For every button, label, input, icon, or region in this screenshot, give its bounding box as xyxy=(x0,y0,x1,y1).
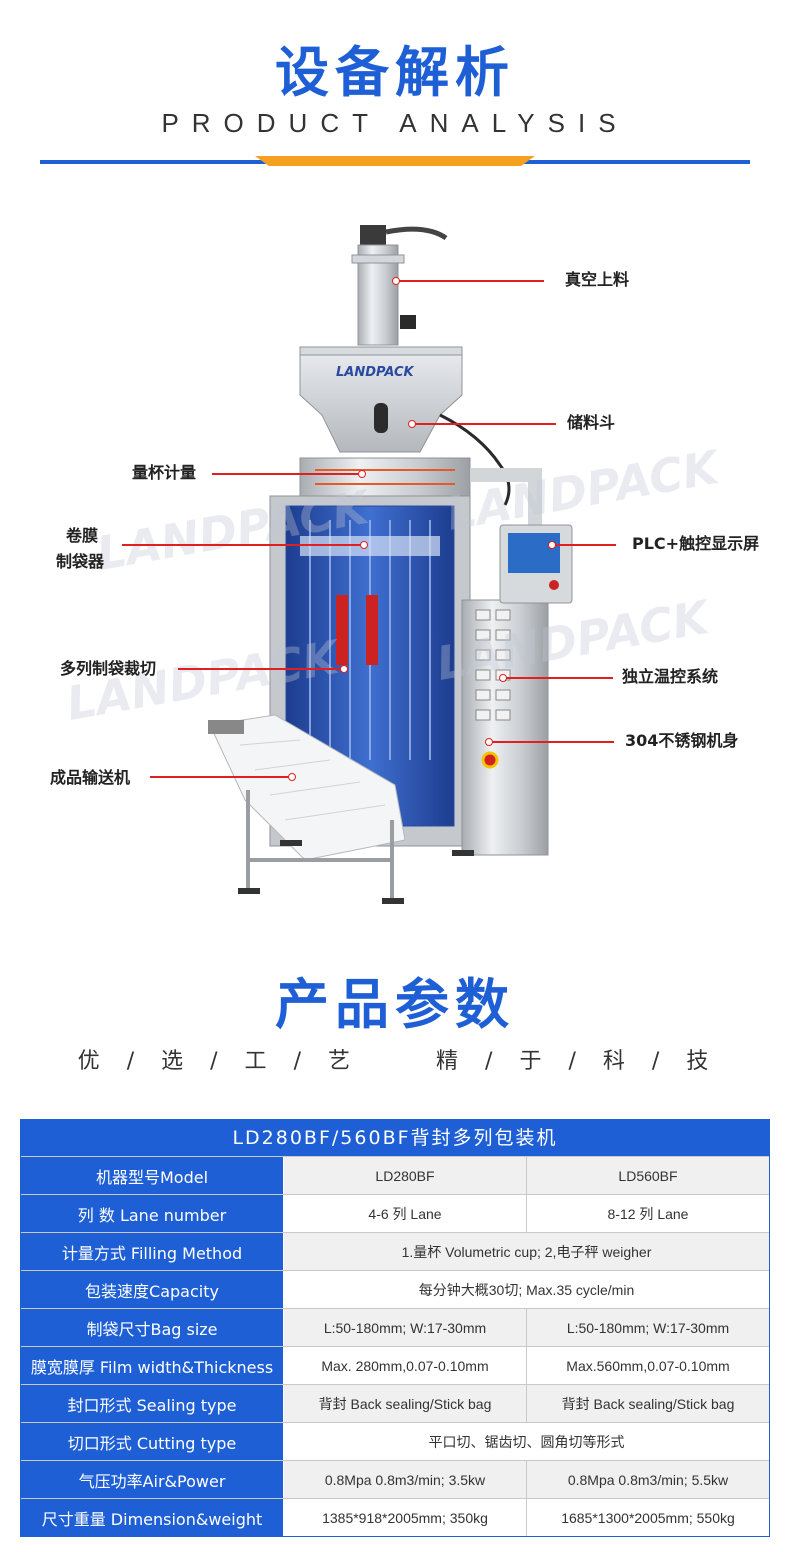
callout-film-bag-1: 卷膜 xyxy=(66,526,99,545)
row-label: 封口形式 Sealing type xyxy=(21,1385,284,1422)
section-title-params: 产品参数 xyxy=(275,973,515,1036)
table-row: 切口形式 Cutting type 平口切、锯齿切、圆角切等形式 xyxy=(21,1422,769,1460)
row-value: 1.量杯 Volumetric cup; 2,电子秤 weigher xyxy=(284,1233,769,1270)
table-row: 膜宽膜厚 Film width&Thickness Max. 280mm,0.0… xyxy=(21,1346,769,1384)
row-label: 包装速度Capacity xyxy=(21,1271,284,1308)
craft-tagline: 优 / 选 / 工 / 艺 精 / 于 / 科 / 技 xyxy=(77,1049,713,1074)
row-value: 8-12 列 Lane xyxy=(526,1195,769,1232)
callout-hopper: 储料斗 xyxy=(567,413,616,432)
row-value: 每分钟大概30切; Max.35 cycle/min xyxy=(418,1281,635,1298)
callout-dot-plc xyxy=(548,541,556,549)
row-label: 制袋尺寸Bag size xyxy=(21,1309,284,1346)
row-value: 平口切、锯齿切、圆角切等形式 xyxy=(428,1433,625,1450)
table-row: 包装速度Capacity 每分钟大概30切; Max.35 cycle/min xyxy=(21,1270,769,1308)
row-label: 气压功率Air&Power xyxy=(21,1461,284,1498)
section-title-analysis: 设备解析 xyxy=(275,41,515,104)
table-row: 机器型号Model LD280BF LD560BF xyxy=(21,1156,769,1194)
callout-dot-vacuum xyxy=(392,277,400,285)
callout-dot-cut xyxy=(340,665,348,673)
row-value: L:50-180mm; W:17-30mm xyxy=(284,1309,526,1346)
callout-line-plc xyxy=(552,544,616,546)
row-label: 机器型号Model xyxy=(21,1157,284,1194)
callout-line-conveyor xyxy=(150,776,292,778)
machine-drawing: LANDPACK LANDPACK LANDPACK LANDPACK LAND… xyxy=(63,225,726,904)
row-value: 1685*1300*2005mm; 550kg xyxy=(526,1499,769,1536)
callout-dot-temp xyxy=(499,674,507,682)
row-label: 计量方式 Filling Method xyxy=(21,1233,284,1270)
section-subtitle-analysis: PRODUCT ANALYSIS xyxy=(161,108,629,138)
row-value: L:50-180mm; W:17-30mm xyxy=(526,1309,769,1346)
callout-line-temp xyxy=(503,677,613,679)
watermark-3: LANDPACK xyxy=(443,439,726,540)
craft-char: 技 xyxy=(686,1049,713,1074)
table-row: 气压功率Air&Power 0.8Mpa 0.8m3/min; 3.5kw 0.… xyxy=(21,1460,769,1498)
table-row: 尺寸重量 Dimension&weight 1385*918*2005mm; 3… xyxy=(21,1498,769,1536)
header-divider-accent xyxy=(255,156,535,166)
callout-dot-conveyor xyxy=(288,773,296,781)
row-value: 背封 Back sealing/Stick bag xyxy=(526,1385,769,1422)
callout-line-hopper xyxy=(412,423,556,425)
row-value: LD280BF xyxy=(284,1157,526,1194)
row-label: 切口形式 Cutting type xyxy=(21,1423,284,1460)
row-value: 4-6 列 Lane xyxy=(368,1205,442,1222)
row-value: LD560BF xyxy=(526,1157,769,1194)
spec-table-title: LD280BF/560BF背封多列包装机 xyxy=(21,1120,769,1156)
spec-table: LD280BF/560BF背封多列包装机 机器型号Model LD280BF L… xyxy=(20,1119,770,1537)
callout-line-film xyxy=(122,544,364,546)
hopper-logo: LANDPACK xyxy=(336,365,415,380)
row-value: 背封 Back sealing/Stick bag xyxy=(284,1385,526,1422)
callout-cup-meter: 量杯计量 xyxy=(132,463,197,482)
row-value: Max. 280mm,0.07-0.10mm xyxy=(321,1357,489,1374)
row-label: 膜宽膜厚 Film width&Thickness xyxy=(21,1347,284,1384)
row-label: 列 数 Lane number xyxy=(21,1195,284,1232)
row-value: 0.8Mpa 0.8m3/min; 3.5kw xyxy=(284,1461,526,1498)
craft-char: 工 xyxy=(244,1049,271,1074)
craft-char: 于 xyxy=(519,1049,546,1074)
callout-dot-hopper xyxy=(408,420,416,428)
callout-multi-cut: 多列制袋裁切 xyxy=(60,659,157,678)
callout-dot-cup xyxy=(358,470,366,478)
craft-char: 精 xyxy=(436,1049,463,1074)
callout-line-cup xyxy=(212,473,362,475)
row-value: 0.8Mpa 0.8m3/min; 5.5kw xyxy=(526,1461,769,1498)
callout-dot-steel xyxy=(485,738,493,746)
craft-char: 选 xyxy=(161,1049,188,1074)
table-row: 列 数 Lane number 4-6 列 Lane 8-12 列 Lane xyxy=(21,1194,769,1232)
table-row: 封口形式 Sealing type 背封 Back sealing/Stick … xyxy=(21,1384,769,1422)
callout-steel-body: 304不锈钢机身 xyxy=(625,731,739,750)
callout-line-cut xyxy=(178,668,344,670)
callout-dot-film xyxy=(360,541,368,549)
callout-plc: PLC+触控显示屏 xyxy=(632,534,760,553)
callout-vacuum-loader: 真空上料 xyxy=(565,270,630,289)
craft-char: 艺 xyxy=(327,1049,354,1074)
craft-char: 科 xyxy=(602,1049,629,1074)
machine-illustration: LANDPACK LANDPACK LANDPACK LANDPACK LAND… xyxy=(0,200,790,920)
table-row: 计量方式 Filling Method 1.量杯 Volumetric cup;… xyxy=(21,1232,769,1270)
row-label: 尺寸重量 Dimension&weight xyxy=(21,1499,284,1536)
callout-conveyor: 成品输送机 xyxy=(50,768,131,787)
callout-temp-control: 独立温控系统 xyxy=(622,667,719,686)
callout-line-vacuum xyxy=(396,280,544,282)
row-value: 1385*918*2005mm; 350kg xyxy=(322,1509,488,1526)
callout-line-steel xyxy=(489,741,614,743)
craft-char: 优 xyxy=(77,1049,104,1074)
table-row: 制袋尺寸Bag size L:50-180mm; W:17-30mm L:50-… xyxy=(21,1308,769,1346)
row-value: Max.560mm,0.07-0.10mm xyxy=(526,1347,769,1384)
callout-film-bag-2: 制袋器 xyxy=(56,552,105,571)
